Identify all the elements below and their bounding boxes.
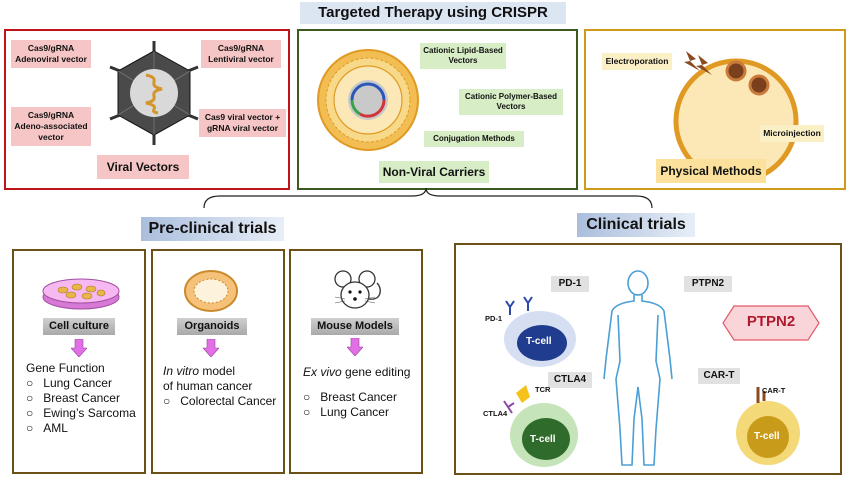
organoids-heading: In vitro model xyxy=(163,364,236,378)
physical-methods-label: Physical Methods xyxy=(656,159,766,183)
spacer xyxy=(303,380,410,390)
clinical-title: Clinical trials xyxy=(577,213,695,237)
electroporation-label: Electroporation xyxy=(602,53,672,70)
cell-culture-list: Gene Function ○ Lung Cancer ○ Breast Can… xyxy=(26,361,136,436)
clinical-trials-panel: PD-1 PD-1 T-cell PTPN2 PTPN2 CTLA4 TCR C… xyxy=(454,243,842,475)
bullet-icon: ○ xyxy=(303,390,311,404)
cart-tcell-icon xyxy=(736,387,800,465)
tcell-label: T-cell xyxy=(530,434,556,445)
bullet-icon: ○ xyxy=(303,405,311,419)
ctla4-tag: CTLA4 xyxy=(548,372,592,388)
non-viral-carriers-panel: Cationic Lipid-Based Vectors Cationic Po… xyxy=(297,29,578,190)
ctla4-tcell-icon xyxy=(503,385,578,467)
conjugation-methods-label: Conjugation Methods xyxy=(424,131,524,147)
organoids-label: Organoids xyxy=(177,318,247,335)
pd1-tcell-icon xyxy=(504,296,576,367)
combo-vector-label: Cas9 viral vector + gRNA viral vector xyxy=(199,109,286,137)
organoids-list: In vitro model of human cancer ○ Colorec… xyxy=(163,364,276,409)
list-item: ○ Breast Cancer xyxy=(26,391,120,405)
cell-membrane-icon xyxy=(673,51,799,183)
microinjection-label: Microinjection xyxy=(760,125,824,142)
bullet-icon: ○ xyxy=(26,376,34,390)
organoid-icon xyxy=(184,270,238,312)
list-item: ○ Lung Cancer xyxy=(303,405,389,419)
tcell-label: T-cell xyxy=(526,336,552,347)
viral-vectors-panel: Cas9/gRNA Adenoviral vector Cas9/gRNA Le… xyxy=(4,29,290,190)
page-title: Targeted Therapy using CRISPR xyxy=(300,2,566,24)
virus-icon xyxy=(109,41,199,145)
list-item: ○ Lung Cancer xyxy=(26,376,112,390)
gene-function-heading: Gene Function xyxy=(26,361,105,375)
list-item: ○ Breast Cancer xyxy=(303,390,397,404)
petri-dish-icon xyxy=(42,278,120,310)
ptpn2-badge-shape xyxy=(722,305,820,341)
list-item: ○ AML xyxy=(26,421,68,435)
lipid-nanoparticle-icon xyxy=(317,49,419,151)
mouse-models-list: Ex vivo gene editing ○ Breast Cancer ○ L… xyxy=(303,365,410,420)
cationic-polymer-label: Cationic Polymer-Based Vectors xyxy=(459,89,563,115)
non-viral-carriers-label: Non-Viral Carriers xyxy=(379,161,489,183)
down-arrow-icon xyxy=(347,338,363,356)
tcell-label: T-cell xyxy=(754,431,780,442)
down-arrow-icon xyxy=(71,339,87,357)
cart-small-label: CAR-T xyxy=(762,386,786,395)
lentiviral-vector-label: Cas9/gRNA Lentiviral vector xyxy=(201,40,281,68)
cationic-lipid-label: Cationic Lipid-Based Vectors xyxy=(420,43,506,69)
bullet-icon: ○ xyxy=(26,391,34,405)
organoids-panel: Organoids In vitro model of human cancer… xyxy=(151,249,285,474)
mouse-icon xyxy=(334,270,381,309)
down-arrow-icon xyxy=(203,339,219,357)
bracket-connector xyxy=(203,187,653,209)
viral-vectors-label: Viral Vectors xyxy=(97,155,189,179)
tcr-small-label: TCR xyxy=(535,385,551,394)
mouse-models-label: Mouse Models xyxy=(311,318,399,335)
bullet-icon: ○ xyxy=(163,394,171,408)
aav-vector-label: Cas9/gRNA Adeno-associated vector xyxy=(11,107,91,146)
ctla4-small-label: CTLA4 xyxy=(483,409,508,418)
mouse-heading: Ex vivo gene editing xyxy=(303,365,411,379)
human-body-icon xyxy=(603,270,673,466)
adenoviral-vector-label: Cas9/gRNA Adenoviral vector xyxy=(11,40,91,68)
cell-culture-label: Cell culture xyxy=(43,318,115,335)
physical-methods-panel: Electroporation Microinjection Physical … xyxy=(584,29,846,190)
organoids-heading-line2: of human cancer xyxy=(163,379,253,393)
ptpn2-tag: PTPN2 xyxy=(684,276,732,292)
pd1-tag: PD-1 xyxy=(551,276,589,292)
preclinical-title: Pre-clinical trials xyxy=(141,217,284,241)
ptpn2-badge-label: PTPN2 xyxy=(746,313,796,330)
list-item: ○ Colorectal Cancer xyxy=(163,394,277,408)
list-item: ○ Ewing’s Sarcoma xyxy=(26,406,136,420)
cart-tag: CAR-T xyxy=(698,368,740,384)
cell-culture-panel: Cell culture Gene Function ○ Lung Cancer… xyxy=(12,249,146,474)
pd1-small-label: PD-1 xyxy=(485,314,503,323)
bullet-icon: ○ xyxy=(26,421,34,435)
mouse-models-panel: Mouse Models Ex vivo gene editing ○ Brea… xyxy=(289,249,423,474)
bullet-icon: ○ xyxy=(26,406,34,420)
